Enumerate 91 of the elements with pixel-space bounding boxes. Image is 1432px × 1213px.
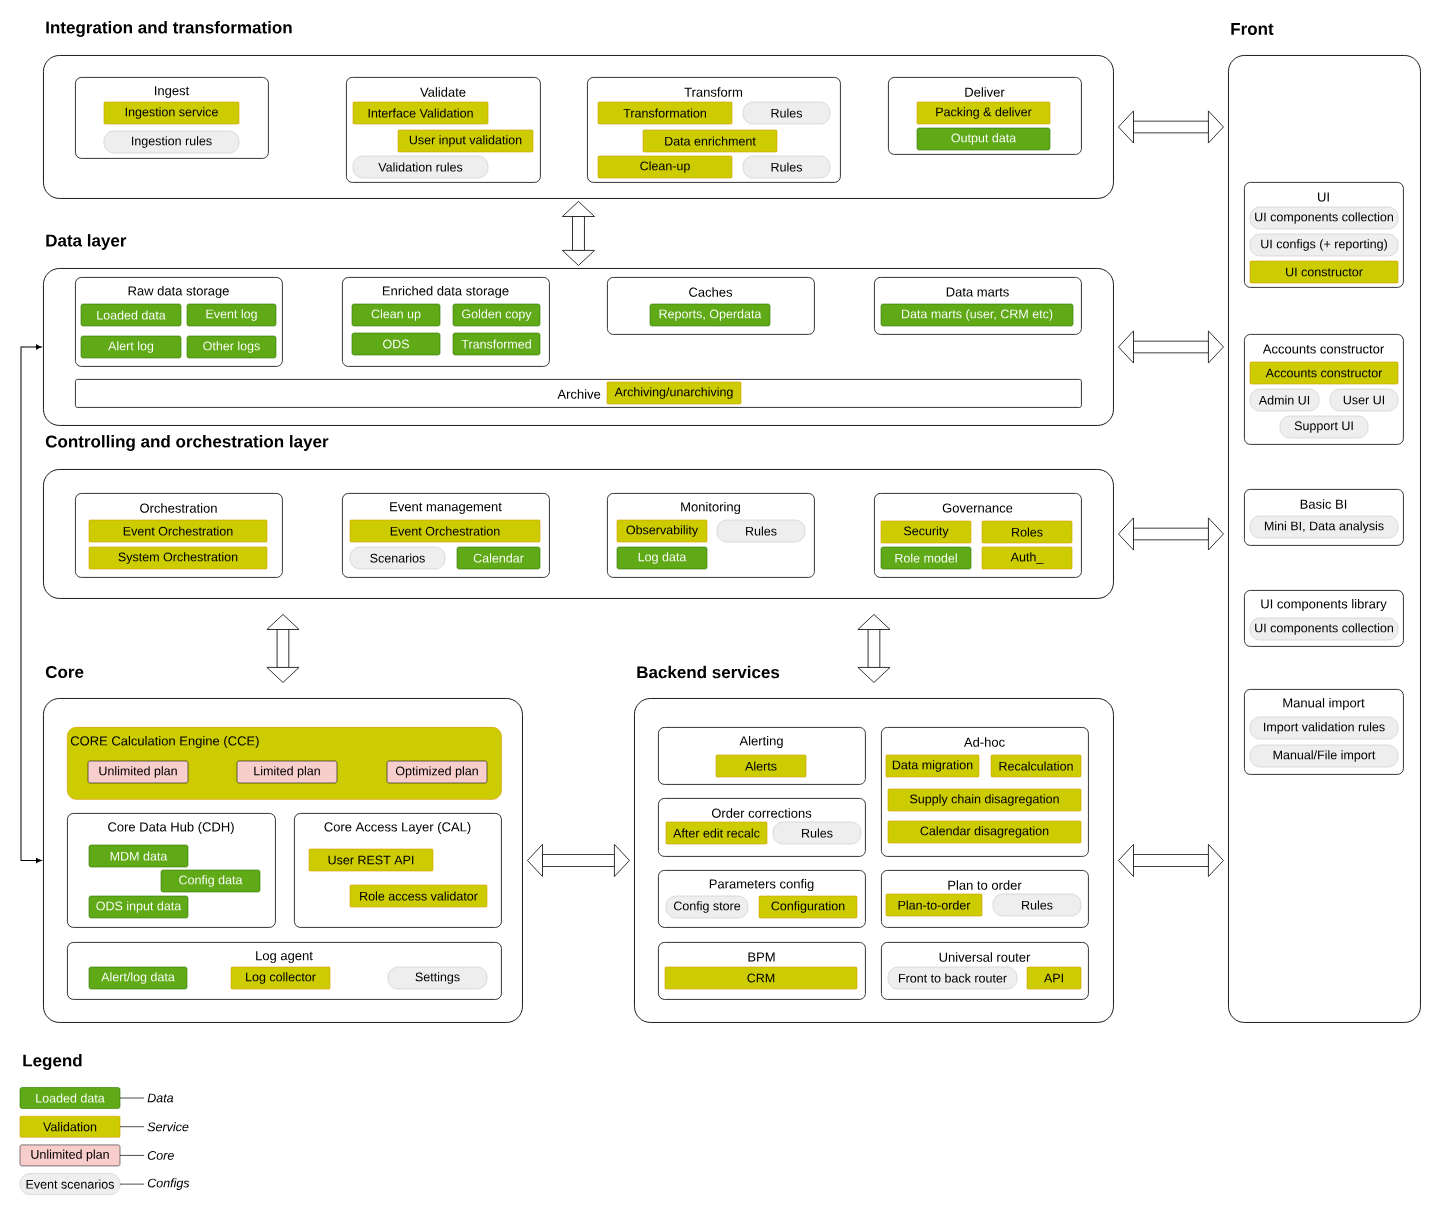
data-box: Log data [616, 546, 708, 570]
config-pill: Manual/File import [1249, 744, 1399, 768]
config-pill: Rules [716, 519, 806, 543]
service-box: Roles [981, 520, 1073, 544]
legend-heading: Legend [23, 1054, 82, 1070]
service-box: Configuration [758, 895, 858, 919]
service-box: Auth_ [981, 546, 1073, 570]
config-pill: Ingestion rules [103, 130, 240, 154]
double-arrow [1118, 517, 1224, 551]
service-box: Event Orchestration [88, 519, 268, 543]
data-box: Output data [916, 127, 1051, 151]
service-box: CRM [664, 966, 858, 990]
node-label: Data layer [46, 234, 127, 250]
service-box: Recalculation [990, 754, 1082, 778]
data-box: Config data [160, 869, 261, 893]
legend-label: Configs [147, 1178, 190, 1190]
service-box: Interface Validation [352, 101, 489, 125]
config-pill: UI components collection [1249, 206, 1399, 230]
double-arrow [1118, 844, 1224, 877]
data-box: Clean up [351, 303, 441, 327]
config-pill: Rules [992, 893, 1082, 917]
service-box: Observability [616, 519, 708, 543]
node-label: Backend services [637, 665, 780, 679]
core-box: Limited plan [236, 760, 338, 784]
service-box: Data enrichment [642, 129, 778, 153]
data-box: MDM data [88, 844, 189, 868]
service-box: Role access validator [349, 884, 488, 908]
data-box: Loaded data [80, 303, 182, 327]
service-box: UI constructor [1249, 260, 1399, 284]
service-box: Accounts constructor [1249, 361, 1399, 385]
config-pill: User UI [1329, 388, 1399, 412]
node-label: Core [45, 665, 84, 679]
node-label: Integration and transformation [46, 21, 292, 37]
service-box: Supply chain disagregation [887, 788, 1082, 812]
config-pill: Admin UI [1249, 388, 1320, 412]
config-pill: Config store [665, 895, 749, 919]
double-arrow [1118, 330, 1224, 364]
config-pill: Settings [387, 966, 488, 990]
data-box: ODS input data [88, 895, 189, 919]
config-pill: Support UI [1279, 415, 1369, 439]
data-box: Reports, Operdata [649, 303, 771, 327]
data-box: Event log [186, 303, 277, 327]
service-box: After edit recalc [665, 821, 768, 845]
config-pill: UI components collection [1249, 617, 1399, 641]
config-pill: Validation rules [352, 155, 489, 179]
service-box: Security [880, 520, 972, 544]
config-pill: UI configs (+ reporting) [1249, 233, 1399, 257]
service-box: Data migration [885, 754, 980, 778]
double-arrow [1118, 110, 1224, 144]
service-box: User input validation [397, 129, 534, 153]
node-label: Controlling and orchestration layer [45, 435, 329, 451]
data-box: Golden copy [452, 303, 541, 327]
config-pill: Scenarios [349, 546, 446, 570]
config-pill: Rules [742, 101, 831, 125]
double-arrow [20, 344, 42, 864]
service-box: Calendar disagregation [887, 820, 1082, 844]
core-box: Unlimited plan [87, 760, 189, 784]
service-box: Packing & deliver [916, 101, 1051, 125]
legend-label: Core [147, 1151, 174, 1160]
service-box: Log collector [230, 966, 331, 990]
service-box: Transformation [597, 101, 733, 125]
config-pill: Rules [772, 821, 862, 845]
data-box: Other logs [186, 335, 277, 359]
service-box: Archiving/unarchiving [606, 381, 742, 405]
double-arrow [857, 614, 891, 683]
config-pill: Import validation rules [1249, 716, 1399, 740]
service-box: System Orchestration [88, 546, 268, 570]
service-box: Event Orchestration [349, 519, 541, 543]
double-arrow [527, 844, 630, 877]
node-label: Front [1231, 23, 1274, 35]
data-box: Role model [880, 546, 972, 570]
config-pill: Mini BI, Data analysis [1249, 515, 1399, 539]
double-arrow [562, 201, 595, 266]
data-box: ODS [351, 332, 441, 356]
data-box: Transformed [452, 332, 541, 356]
core-box: Optimized plan [386, 760, 488, 784]
legend-label: Service [147, 1122, 189, 1132]
config-pill: Front to back router [887, 966, 1018, 990]
data-box: Calendar [456, 546, 541, 570]
service-box: Plan-to-order [885, 893, 983, 917]
service-box: Clean-up [597, 155, 733, 179]
service-box: API [1026, 966, 1082, 990]
service-box: Alerts [715, 754, 807, 778]
data-box: Data marts (user, CRM etc) [880, 303, 1074, 327]
data-box: Alert log [80, 335, 182, 359]
double-arrow [266, 614, 300, 683]
service-box: User REST API [308, 848, 434, 872]
config-pill: Rules [742, 155, 831, 179]
service-box: Ingestion service [103, 101, 240, 125]
legend-label: Data [147, 1093, 174, 1103]
data-box: Alert/log data [88, 966, 188, 990]
